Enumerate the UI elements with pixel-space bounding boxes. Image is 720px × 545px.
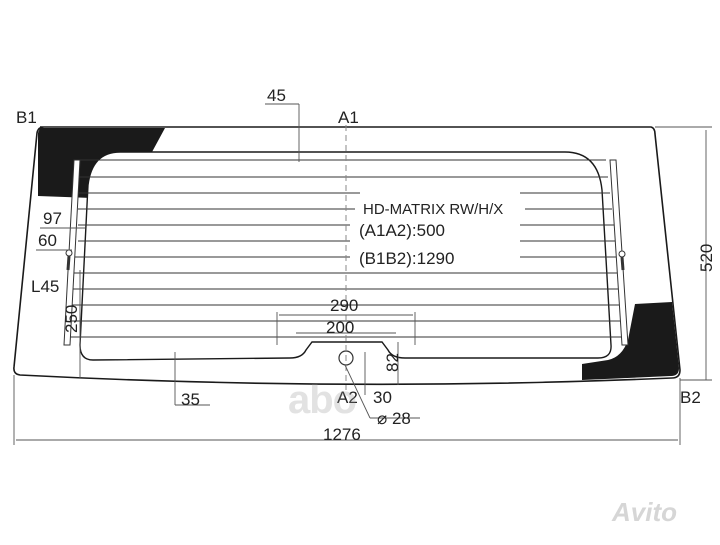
point-a1: A1 — [338, 108, 359, 127]
watermark-abo: abo — [288, 378, 357, 422]
heating-lines — [69, 159, 628, 338]
dim-520: 520 — [697, 244, 716, 272]
dimension-lines — [13, 103, 712, 445]
dim-l45: L45 — [31, 277, 59, 296]
dim-290: 290 — [330, 296, 358, 315]
dim-97: 97 — [43, 209, 62, 228]
frit-bottom-right — [582, 302, 679, 380]
frit-top-left — [38, 128, 165, 198]
dim-250: 250 — [62, 305, 81, 333]
dim-60: 60 — [38, 231, 57, 250]
watermark-avito: Avito — [612, 497, 677, 527]
dim-35: 35 — [181, 390, 200, 409]
spec-a1a2: (A1A2):500 — [359, 221, 445, 240]
point-a2: A2 — [337, 388, 358, 407]
dim-1276: 1276 — [323, 425, 361, 444]
dim-30: 30 — [373, 388, 392, 407]
dim-top-offset: 45 — [267, 86, 286, 105]
point-b2: B2 — [680, 388, 701, 407]
terminal-right — [618, 250, 626, 258]
model-title: HD-MATRIX RW/H/X — [363, 201, 503, 218]
point-b1: B1 — [16, 108, 37, 127]
dim-82: 82 — [383, 353, 402, 372]
spec-b1b2: (B1B2):1290 — [359, 249, 454, 268]
terminal-left — [65, 249, 73, 257]
dim-diameter: ⌀ 28 — [377, 409, 411, 428]
dim-200: 200 — [326, 318, 354, 337]
